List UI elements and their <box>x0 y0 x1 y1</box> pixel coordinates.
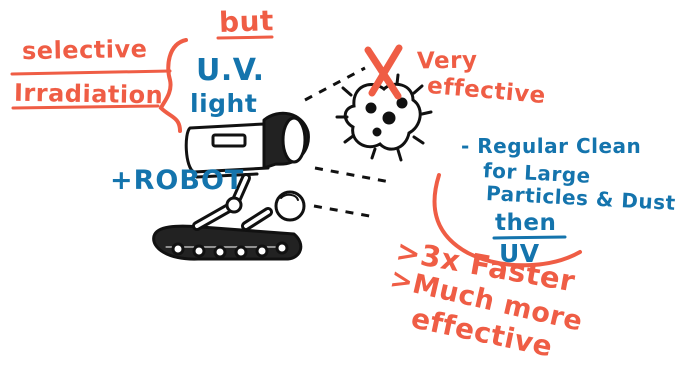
uv-beam-lines <box>304 66 391 219</box>
label-uv: U.V. <box>196 53 265 88</box>
label-irradiation: Irradiation <box>13 78 164 110</box>
germ-icon <box>335 73 433 162</box>
but-underline <box>216 35 274 40</box>
label-but: but <box>218 4 275 39</box>
left-bracket <box>158 38 188 133</box>
selective-divider-line <box>10 69 172 76</box>
irradiation-underline <box>11 104 160 110</box>
label-very: Very <box>416 47 478 75</box>
then-underline <box>492 235 567 240</box>
label-regular-clean: - Regular Clean <box>461 134 642 158</box>
uv-robot-icon <box>152 111 310 261</box>
label-uv-short: UV <box>499 239 540 268</box>
red-arc <box>432 173 582 268</box>
label-selective: selective <box>21 34 148 66</box>
label-light: light <box>190 89 258 118</box>
label-then: then <box>495 210 557 236</box>
label-robot: +ROBOT <box>110 165 245 196</box>
cross-mark-icon <box>364 44 403 100</box>
